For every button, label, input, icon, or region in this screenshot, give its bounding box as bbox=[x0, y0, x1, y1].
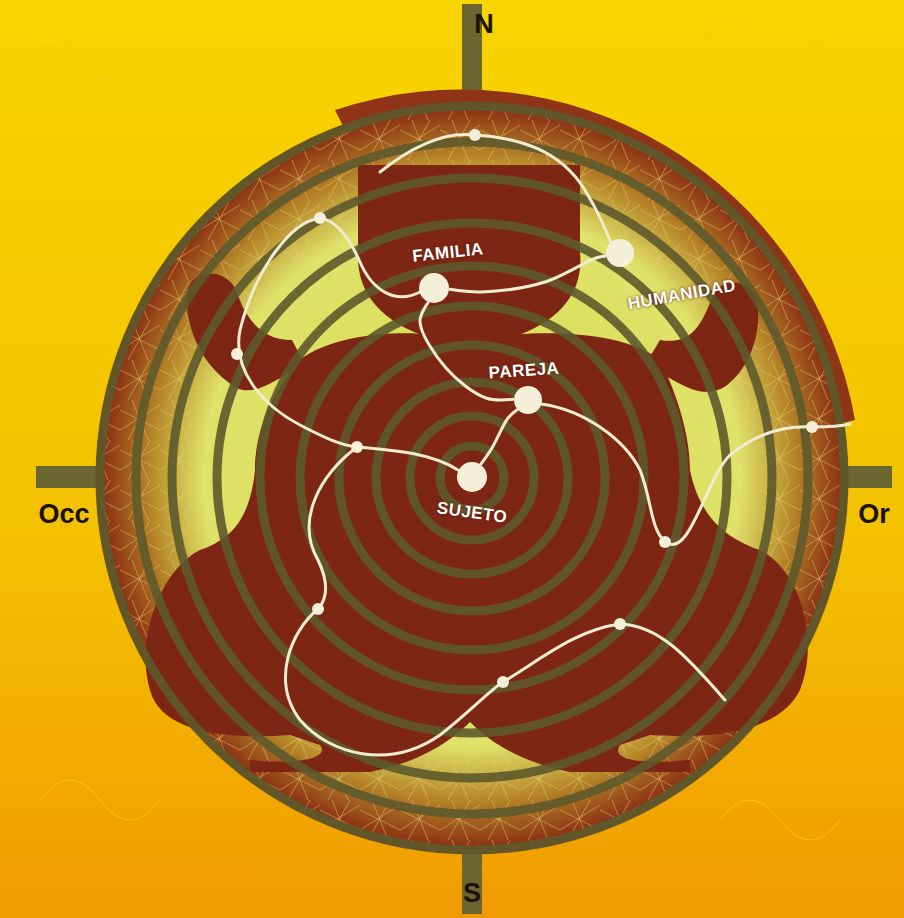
dot bbox=[419, 273, 449, 303]
compass-label: N bbox=[474, 9, 494, 40]
winding-connector bbox=[420, 303, 513, 400]
ring-node: FAMILIA bbox=[418, 272, 450, 304]
disk-texture bbox=[100, 106, 844, 850]
compass-label: S bbox=[463, 878, 481, 909]
compass-label: Occ bbox=[38, 499, 89, 530]
winding-line bbox=[239, 134, 850, 755]
winding-connector bbox=[450, 256, 605, 292]
node-dot bbox=[513, 385, 543, 415]
winding-connector bbox=[481, 410, 517, 464]
dot bbox=[606, 239, 634, 267]
concentric-rings bbox=[100, 106, 844, 850]
node-dot bbox=[605, 238, 635, 268]
path-dots bbox=[231, 129, 818, 688]
node-label: SUJETO bbox=[436, 498, 509, 528]
ring-node: SUJETO bbox=[456, 461, 488, 493]
node-label: PAREJA bbox=[488, 359, 560, 384]
ring-node: HUMANIDAD bbox=[605, 238, 635, 268]
compass-label: Or bbox=[858, 499, 890, 530]
disk bbox=[96, 102, 848, 854]
node-dot bbox=[418, 272, 450, 304]
ring-node: PAREJA bbox=[513, 385, 543, 415]
node-label: HUMANIDAD bbox=[626, 276, 737, 315]
node-label: FAMILIA bbox=[411, 239, 484, 266]
dot bbox=[514, 386, 542, 414]
node-dot bbox=[456, 461, 488, 493]
dot bbox=[457, 462, 487, 492]
seated-figure bbox=[146, 165, 808, 772]
compass-bars bbox=[36, 4, 892, 914]
